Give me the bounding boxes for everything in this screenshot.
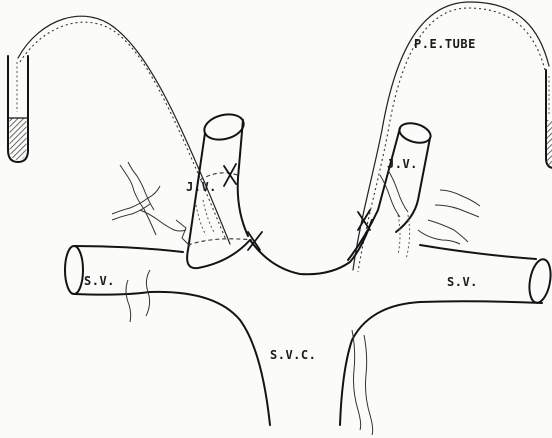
right-jugular-vein xyxy=(348,120,433,260)
label-sv-left: S.V. xyxy=(84,274,115,288)
ligature-cross-icon xyxy=(224,164,370,250)
left-test-tube-icon xyxy=(8,56,28,162)
left-subclavian-vein xyxy=(65,246,270,425)
label-jv-right: J.V. xyxy=(387,157,418,171)
right-test-tube-icon xyxy=(546,70,552,168)
label-pe-tube: P.E.TUBE xyxy=(414,37,476,51)
label-jv-left: J.V. xyxy=(186,180,217,194)
label-svc: S.V.C. xyxy=(270,348,316,362)
label-sv-right: S.V. xyxy=(447,275,478,289)
right-subclavian-vein xyxy=(340,245,552,425)
